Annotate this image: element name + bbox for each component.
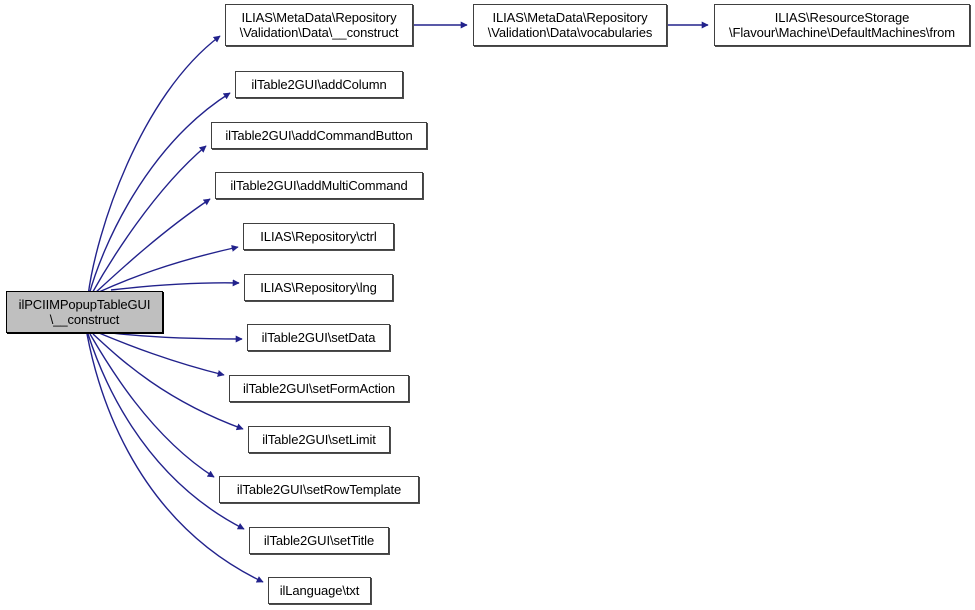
edge-root-to-n9	[111, 332, 243, 343]
edge-root-to-n1	[87, 35, 221, 297]
graph-node-label: ILIAS\Repository\ctrl	[260, 229, 377, 244]
edge-root-to-n14	[86, 333, 264, 583]
edge-root-to-n12	[89, 333, 215, 478]
graph-node-root[interactable]: ilPCIIMPopupTableGUI \__construct	[6, 291, 163, 333]
graph-node-n2[interactable]: ILIAS\MetaData\Repository \Validation\Da…	[473, 4, 667, 46]
graph-node-label: ilLanguage\txt	[279, 583, 360, 598]
graph-node-label: ILIAS\Repository\lng	[260, 280, 377, 295]
edge-root-to-n7	[98, 244, 239, 293]
graph-node-label: ilTable2GUI\addCommandButton	[225, 128, 413, 143]
graph-node-label: ilTable2GUI\setFormAction	[242, 381, 396, 396]
graph-node-n1[interactable]: ILIAS\MetaData\Repository \Validation\Da…	[225, 4, 413, 46]
graph-node-label: ilTable2GUI\setRowTemplate	[236, 482, 402, 497]
graph-node-n12[interactable]: ilTable2GUI\setRowTemplate	[219, 476, 419, 503]
graph-node-n13[interactable]: ilTable2GUI\setTitle	[249, 527, 389, 554]
graph-node-label: ilPCIIMPopupTableGUI \__construct	[18, 297, 151, 327]
graph-node-label: ILIAS\ResourceStorage \Flavour\Machine\D…	[728, 10, 956, 40]
graph-node-n6[interactable]: ilTable2GUI\addMultiCommand	[215, 172, 423, 199]
edge-root-to-n8	[110, 279, 240, 291]
graph-node-label: ILIAS\MetaData\Repository \Validation\Da…	[239, 10, 399, 40]
graph-node-label: ilTable2GUI\setLimit	[262, 432, 376, 447]
edge-root-to-n6	[93, 198, 211, 295]
graph-node-n3[interactable]: ILIAS\ResourceStorage \Flavour\Machine\D…	[714, 4, 970, 46]
edge-root-to-n10	[98, 332, 225, 377]
graph-node-n4[interactable]: ilTable2GUI\addColumn	[235, 71, 403, 98]
graph-node-label: ilTable2GUI\setTitle	[263, 533, 375, 548]
graph-node-n14[interactable]: ilLanguage\txt	[268, 577, 371, 604]
graph-node-label: ilTable2GUI\setData	[261, 330, 376, 345]
graph-node-n7[interactable]: ILIAS\Repository\ctrl	[243, 223, 394, 250]
graph-node-n11[interactable]: ilTable2GUI\setLimit	[248, 426, 390, 453]
edge-root-to-n4	[88, 92, 231, 296]
graph-node-label: ilTable2GUI\addMultiCommand	[230, 178, 408, 193]
graph-node-label: ILIAS\MetaData\Repository \Validation\Da…	[487, 10, 653, 40]
graph-node-label: ilTable2GUI\addColumn	[251, 77, 387, 92]
graph-node-n10[interactable]: ilTable2GUI\setFormAction	[229, 375, 409, 402]
graph-node-n5[interactable]: ilTable2GUI\addCommandButton	[211, 122, 427, 149]
edge-root-to-n5	[90, 145, 207, 296]
graph-node-n9[interactable]: ilTable2GUI\setData	[247, 324, 390, 351]
graph-node-n8[interactable]: ILIAS\Repository\lng	[244, 274, 393, 301]
edge-root-to-n11	[92, 333, 244, 431]
